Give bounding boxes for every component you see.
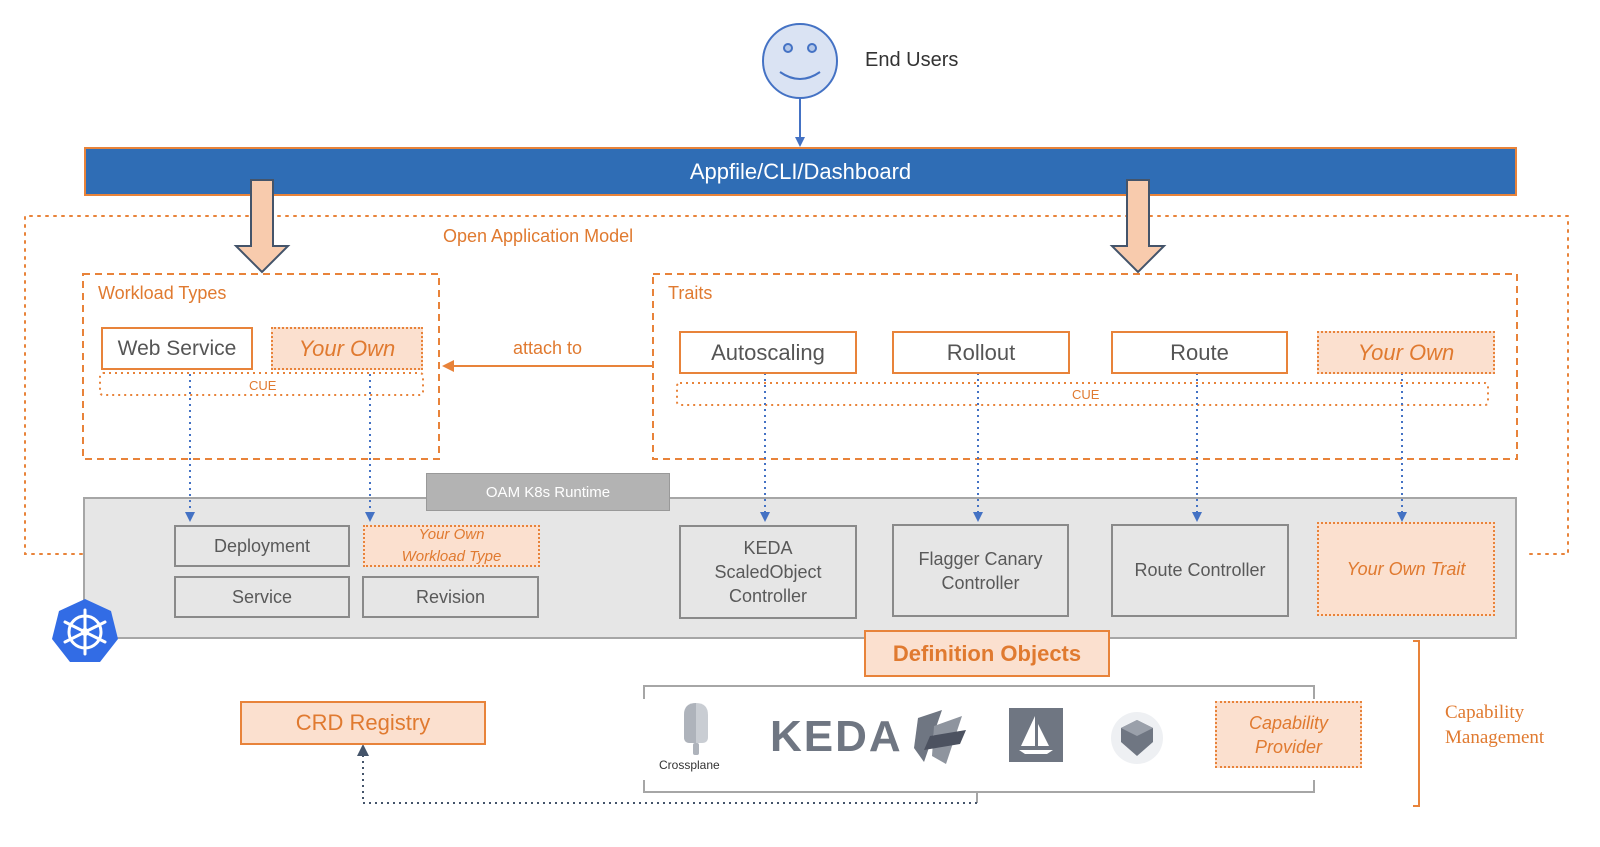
web-service-box[interactable]: Web Service [101,327,253,370]
capability-bracket [1413,640,1420,807]
appfile-cli-dashboard-bar[interactable]: Appfile/CLI/Dashboard [84,147,1517,196]
keda-scaledobject-controller-box[interactable]: KEDA ScaledObject Controller [679,525,857,619]
rollout-label: Rollout [946,339,1016,365]
capability-provider-box[interactable]: Capability Provider [1215,701,1362,768]
crossplane-label: Crossplane [659,758,720,772]
appfile-bar-label: Appfile/CLI/Dashboard [689,158,912,184]
web-service-label: Web Service [117,336,237,360]
end-users-label: End Users [865,49,959,71]
keda-logo-text: KEDA [770,712,903,761]
revision-box[interactable]: Revision [362,576,539,618]
providers-bracket [643,685,1315,803]
route-controller-box[interactable]: Route Controller [1111,524,1289,617]
definition-objects-box[interactable]: Definition Objects [864,630,1110,677]
flagger-canary-controller-box[interactable]: Flagger Canary Controller [892,524,1069,617]
oam-k8s-runtime-label: OAM K8s Runtime [426,473,670,511]
traits-cue-label: CUE [1072,387,1100,402]
flagger-controller-label: Flagger Canary Controller [918,548,1043,593]
crd-link [357,744,977,804]
istio-logo-icon [1009,708,1063,762]
your-own-workload-label: Your Own [298,335,396,361]
your-own-trait-label: Your Own [1357,339,1455,365]
your-own-trait-controller-box[interactable]: Your Own Trait [1317,522,1495,616]
attach-to-label: attach to [513,338,583,358]
your-own-workload-type-label: Your Own Workload Type [401,526,502,565]
keda-controller-label: KEDA ScaledObject Controller [714,538,822,606]
autoscaling-label: Autoscaling [711,339,825,365]
down-arrow-icon [233,179,291,274]
security-shield-logo-icon [1111,712,1163,764]
workload-types-frame [82,273,440,460]
runtime-label-text: OAM K8s Runtime [485,483,611,501]
workload-cue-label: CUE [249,378,277,393]
service-box[interactable]: Service [174,576,350,618]
smiley-face-icon [762,23,838,99]
capability-management-label: Capability Management [1445,702,1545,748]
definition-objects-label: Definition Objects [892,640,1082,666]
crd-registry-box[interactable]: CRD Registry [240,701,486,745]
route-controller-label: Route Controller [1134,560,1266,580]
deployment-box[interactable]: Deployment [174,525,350,567]
traits-cue-frame [676,382,1489,406]
your-own-trait-box[interactable]: Your Own [1317,331,1495,374]
kubernetes-icon [52,599,118,662]
crossplane-logo-icon [684,703,708,755]
route-box[interactable]: Route [1111,331,1288,374]
open-application-model-label: Open Application Model [443,226,634,246]
rollout-box[interactable]: Rollout [892,331,1070,374]
traits-title: Traits [668,283,713,303]
autoscaling-box[interactable]: Autoscaling [679,331,857,374]
capability-provider-label: Capability Provider [1248,712,1329,757]
your-own-workload-type-box[interactable]: Your Own Workload Type [363,525,540,567]
route-label: Route [1170,339,1229,365]
down-arrow-icon [1109,179,1167,274]
crd-registry-label: CRD Registry [295,710,431,735]
revision-label: Revision [415,586,486,607]
deployment-label: Deployment [213,535,311,556]
your-own-trait-controller-label: Your Own Trait [1346,558,1466,579]
flagger-logo-icon [914,710,966,764]
workload-types-title: Workload Types [98,283,227,303]
oam-frame [24,215,1569,555]
your-own-workload-box[interactable]: Your Own [271,327,423,370]
service-label: Service [231,586,293,607]
